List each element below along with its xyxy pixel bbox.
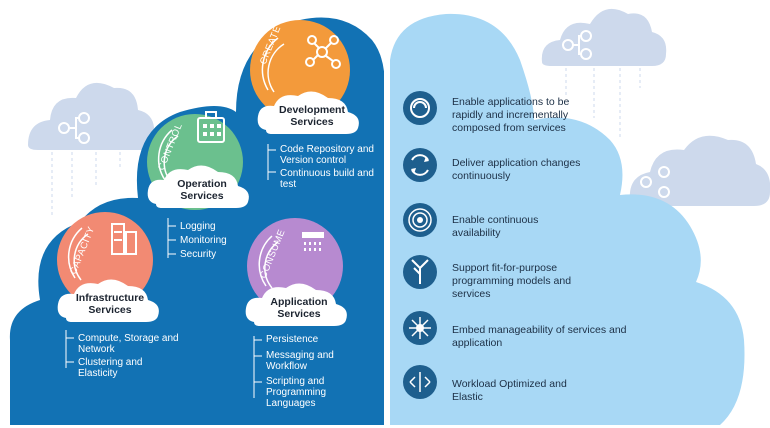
development-services-title: Development Services	[279, 104, 345, 128]
decor-cloud-top-right	[541, 8, 667, 140]
application-title-cloud	[245, 283, 347, 326]
benefit-workload: Workload Optimized and Elastic	[452, 378, 567, 403]
infrastructure-services-title: Infrastructure Services	[75, 292, 145, 316]
control-panel-icon	[197, 111, 225, 143]
op-item-security: Security	[180, 249, 217, 260]
benefit-manageability: Embed manageability of services and appl…	[452, 324, 627, 349]
swirl-icon	[403, 91, 437, 125]
molecule-icon	[305, 35, 341, 69]
decor-cloud-left	[28, 82, 155, 215]
shower-icon	[302, 232, 324, 251]
server-rack-icon	[111, 223, 137, 255]
benefit-programming-models: Support fit-for-purpose programming mode…	[452, 262, 572, 300]
right-cloud-panel	[390, 13, 745, 425]
create-badge	[250, 20, 350, 120]
dev-item-code-repository: Code Repository and Version control	[280, 144, 374, 166]
capacity-badge	[57, 212, 153, 308]
op-item-monitoring: Monitoring	[180, 235, 227, 246]
operation-services-title: Operation Services	[177, 178, 227, 202]
benefit-composition: Enable applications to be rapidly and in…	[452, 96, 570, 134]
operation-title-cloud	[147, 165, 249, 208]
app-item-scripting: Scripting and Programming Languages	[266, 376, 327, 409]
op-item-logging: Logging	[180, 221, 216, 232]
benefit-icons	[403, 91, 437, 399]
badge-arcs	[67, 37, 285, 289]
application-services-title: Application Services	[270, 296, 328, 320]
benefit-delivery: Deliver application changes continuously	[452, 157, 581, 182]
app-item-messaging: Messaging and Workflow	[266, 350, 334, 372]
dev-item-continuous-build: Continuous build and test	[280, 168, 374, 190]
infra-item-clustering: Clustering and Elasticity	[78, 357, 143, 379]
cycle-arrows-icon	[403, 148, 437, 182]
item-brackets	[65, 144, 276, 398]
development-title-cloud	[257, 91, 359, 134]
app-item-persistence: Persistence	[266, 334, 319, 345]
infra-item-compute: Compute, Storage and Network	[78, 333, 179, 355]
decor-cloud-right	[629, 135, 770, 206]
benefit-availability: Enable continuous availability	[452, 214, 539, 239]
infrastructure-title-cloud	[57, 279, 159, 322]
